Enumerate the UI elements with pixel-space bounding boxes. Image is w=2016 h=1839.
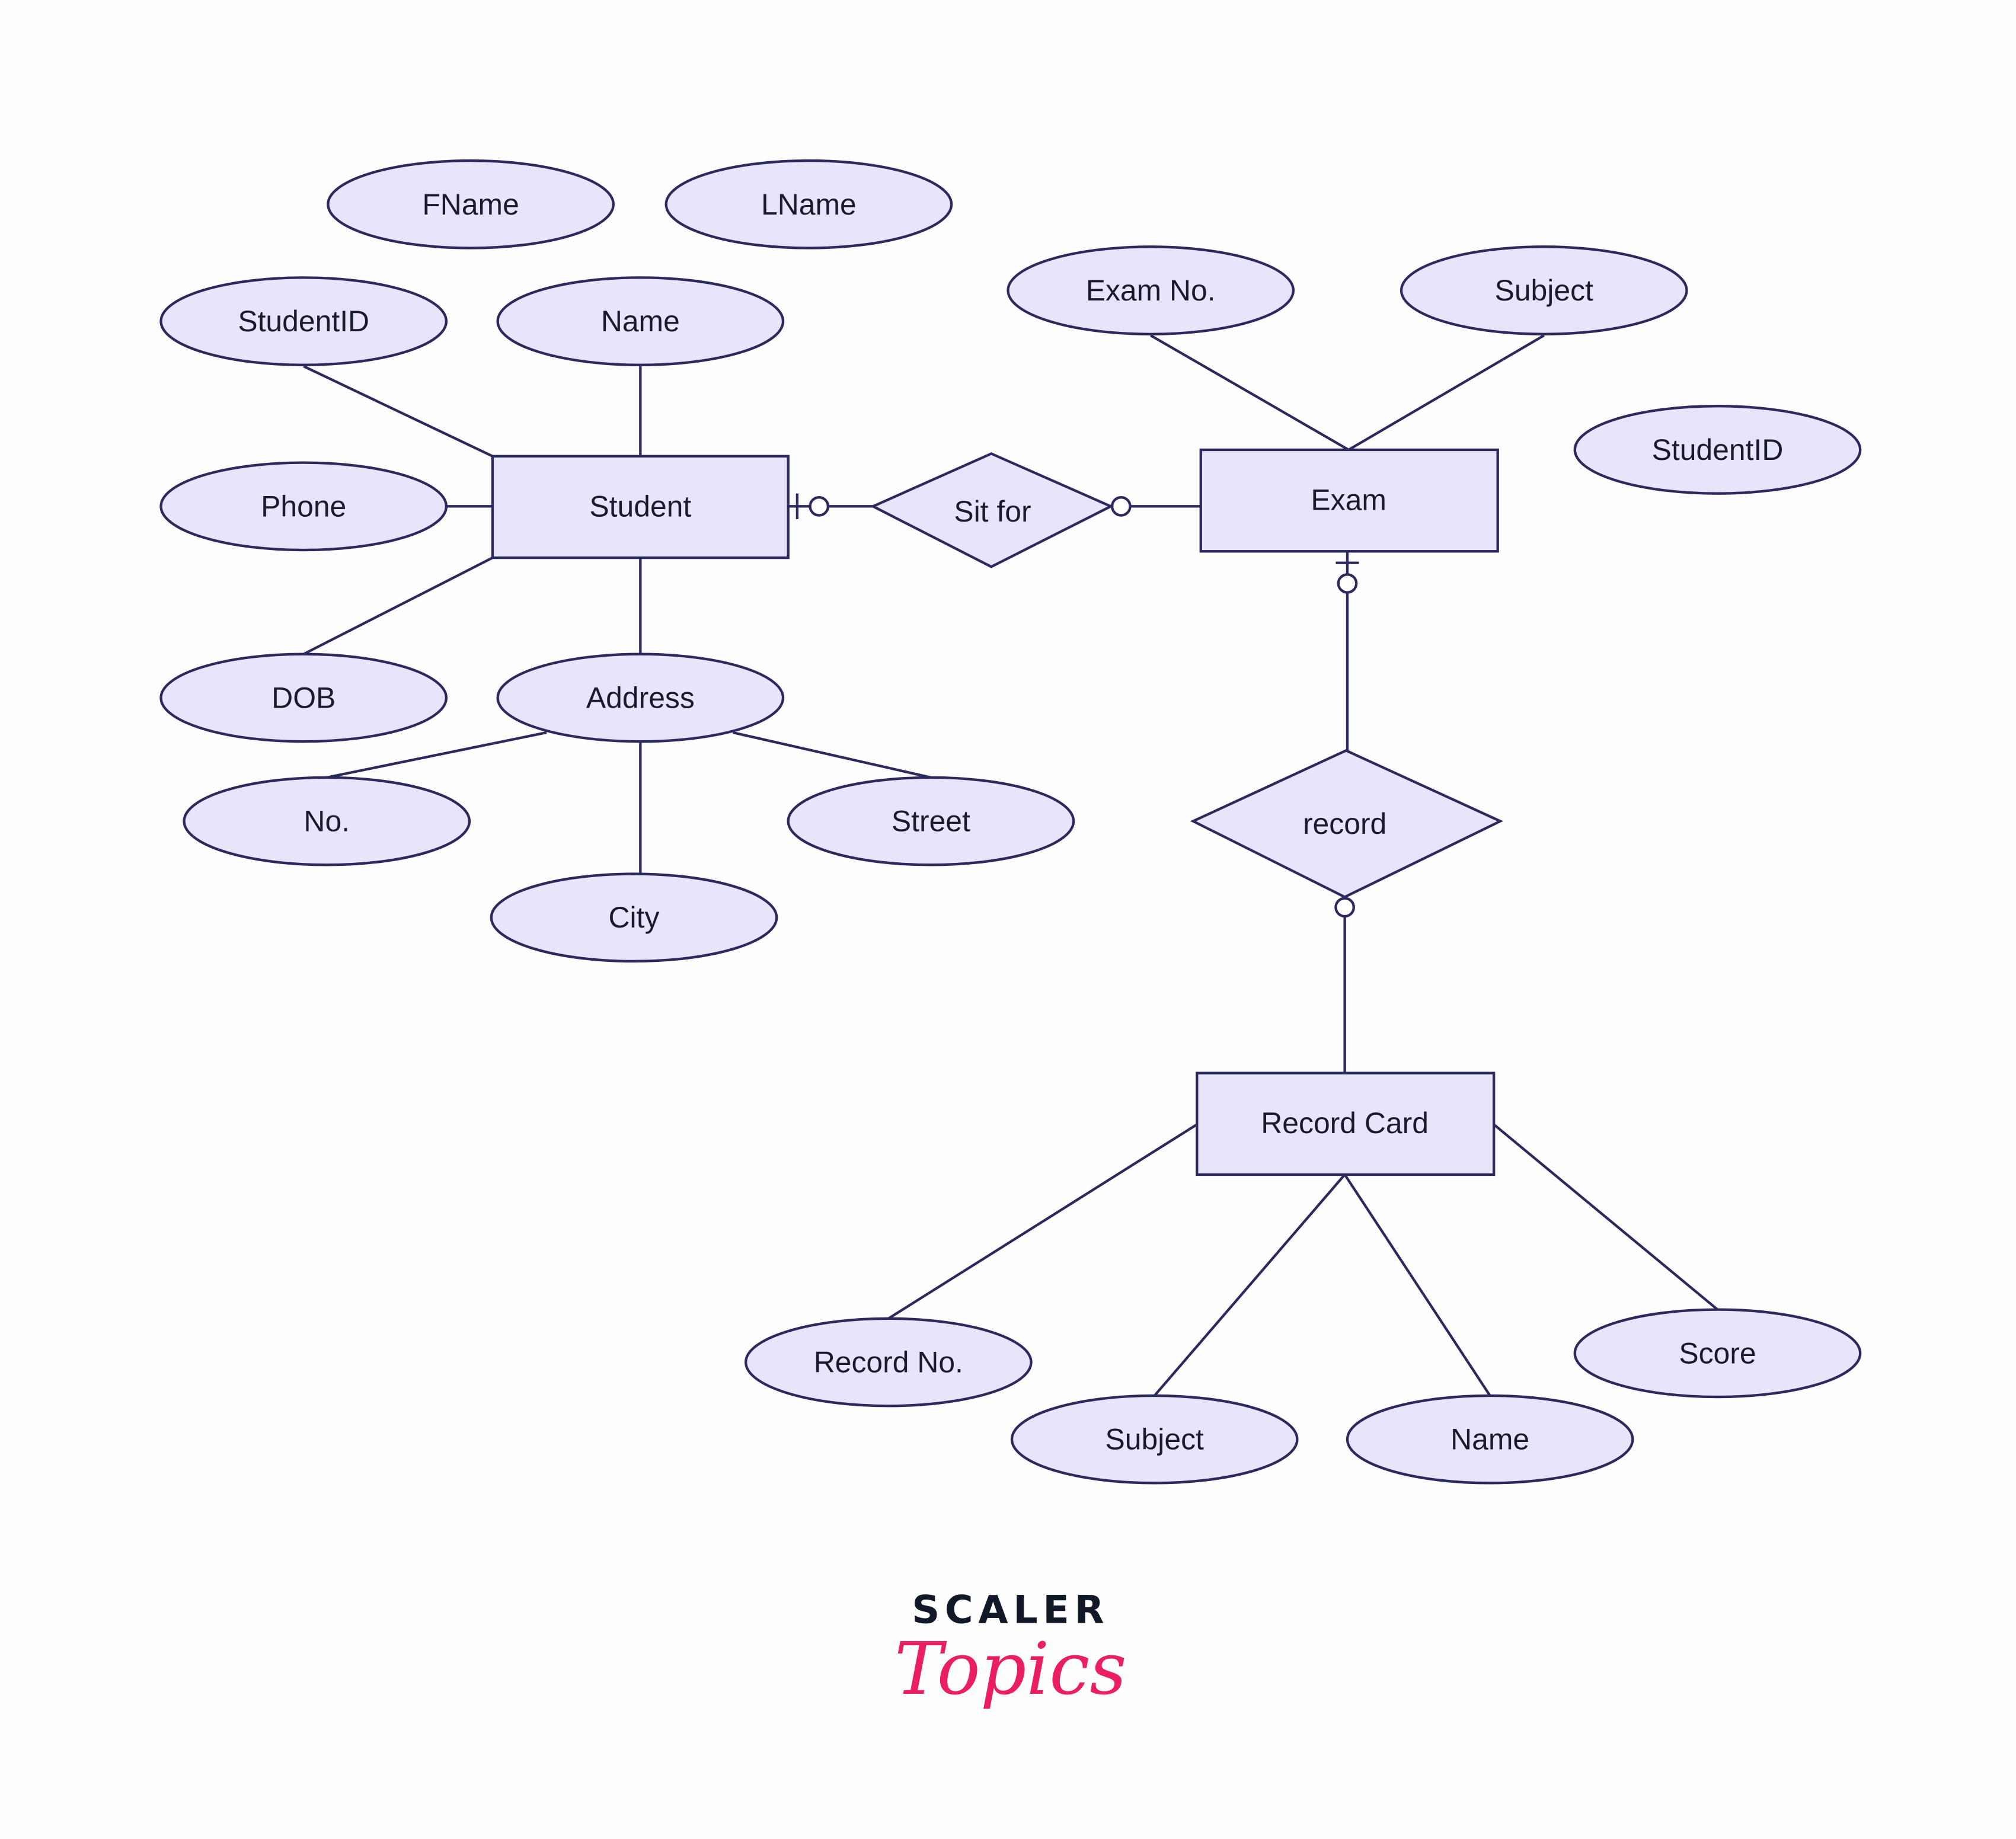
line-examno-exam [1150, 334, 1350, 451]
attribute-label: City [609, 901, 660, 934]
entity-label: Student [589, 490, 691, 523]
connectors [303, 334, 1718, 1397]
cardinality-zero-circle [1337, 573, 1358, 594]
attribute-dob: DOB [159, 653, 448, 743]
line-score-recordcard [1493, 1123, 1718, 1311]
relationship-label: record [1303, 807, 1386, 840]
relationship-record: record [1190, 749, 1504, 898]
attribute-no: No. [183, 776, 471, 866]
attribute-exam-no: Exam No. [1007, 245, 1295, 335]
cardinality-zero-circle [1110, 496, 1132, 517]
attribute-label: Name [1451, 1423, 1529, 1456]
attribute-label: No. [303, 805, 350, 838]
logo-topics-text: Topics [894, 1627, 1127, 1711]
line-subject-exam [1348, 334, 1545, 451]
attribute-label: Address [586, 681, 695, 714]
attribute-label: LName [761, 188, 857, 221]
attribute-label: Subject [1106, 1423, 1204, 1456]
logo-scaler-text: SCALER [912, 1588, 1109, 1633]
attribute-label: Street [892, 805, 970, 838]
line-studentid-student [303, 365, 493, 458]
line-name-recordcard [1343, 1173, 1491, 1397]
line-recordno-recordcard [887, 1123, 1198, 1320]
attribute-label: Score [1679, 1336, 1756, 1370]
entity-student: Student [491, 455, 790, 559]
line-subject-recordcard [1154, 1173, 1346, 1397]
attribute-studentid: StudentID [159, 276, 448, 366]
relationship-sit-for: Sit for [870, 452, 1114, 568]
attribute-label: StudentID [238, 305, 369, 338]
attribute-label: Subject [1495, 274, 1593, 307]
attribute-record-no: Record No. [744, 1317, 1033, 1408]
attribute-lname: LName [664, 159, 953, 250]
attribute-phone: Phone [159, 461, 448, 552]
attribute-label: Record No. [814, 1346, 963, 1379]
attribute-label: Name [601, 305, 680, 338]
attribute-label: StudentID [1652, 433, 1784, 466]
attribute-label: Phone [261, 490, 346, 523]
attribute-label: FName [422, 188, 519, 221]
attribute-address: Address [496, 653, 785, 743]
line-street-address [732, 731, 931, 779]
attribute-name: Name [496, 276, 785, 366]
attribute-fname: FName [327, 159, 615, 250]
line-dob-student [303, 557, 493, 655]
scaler-topics-logo: SCALER Topics [894, 1588, 1127, 1711]
entity-exam: Exam [1199, 448, 1499, 553]
attribute-label: DOB [271, 681, 336, 714]
attribute-record-subject: Subject [1010, 1394, 1299, 1485]
attribute-city: City [490, 872, 778, 963]
attribute-score: Score [1573, 1308, 1862, 1399]
entity-label: Exam [1311, 484, 1386, 517]
entity-label: Record Card [1261, 1106, 1429, 1140]
cardinality-zero-circle [1334, 897, 1355, 918]
entity-record-card: Record Card [1196, 1072, 1496, 1176]
relationship-label: Sit for [954, 495, 1031, 528]
attribute-exam-studentid: StudentID [1573, 405, 1862, 495]
attribute-exam-subject: Subject [1400, 245, 1688, 335]
attribute-label: Exam No. [1086, 274, 1216, 307]
attribute-record-name: Name [1346, 1394, 1634, 1485]
line-no-address [326, 731, 547, 779]
attribute-street: Street [787, 776, 1075, 866]
cardinality-zero-circle [809, 496, 830, 517]
